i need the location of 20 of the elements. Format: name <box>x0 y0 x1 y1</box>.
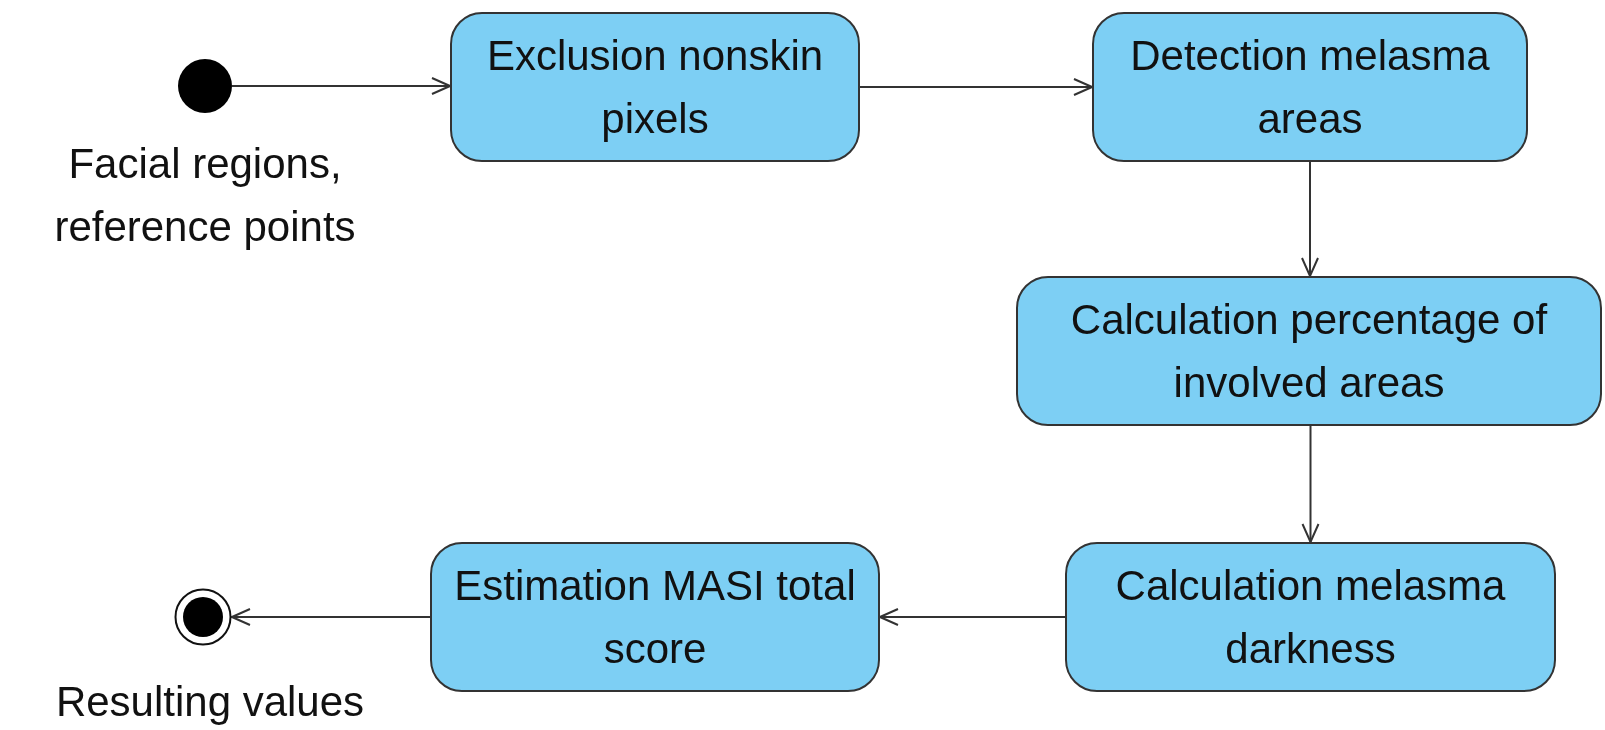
action-label: Calculation melasma darkness <box>1114 561 1507 674</box>
action-box <box>1092 12 1528 162</box>
arrow <box>231 608 431 626</box>
arrow <box>879 608 1066 626</box>
node-caption: Facial regions, reference points <box>53 139 357 252</box>
final-node <box>174 588 232 646</box>
arrow <box>859 78 1093 96</box>
action-box <box>1065 542 1556 692</box>
action-label: Exclusion nonskin pixels <box>485 31 825 144</box>
arrow <box>1301 425 1320 543</box>
action-box <box>450 12 860 162</box>
initial-node <box>178 59 232 113</box>
action-label: Estimation MASI total score <box>453 561 857 674</box>
node-caption: Resulting values <box>54 677 366 727</box>
action-box <box>1016 276 1602 426</box>
arrow <box>231 77 451 95</box>
action-label: Detection melasma areas <box>1129 31 1491 144</box>
action-box <box>430 542 880 692</box>
arrow <box>1301 161 1319 277</box>
action-label: Calculation percentage of involved areas <box>1069 295 1549 408</box>
